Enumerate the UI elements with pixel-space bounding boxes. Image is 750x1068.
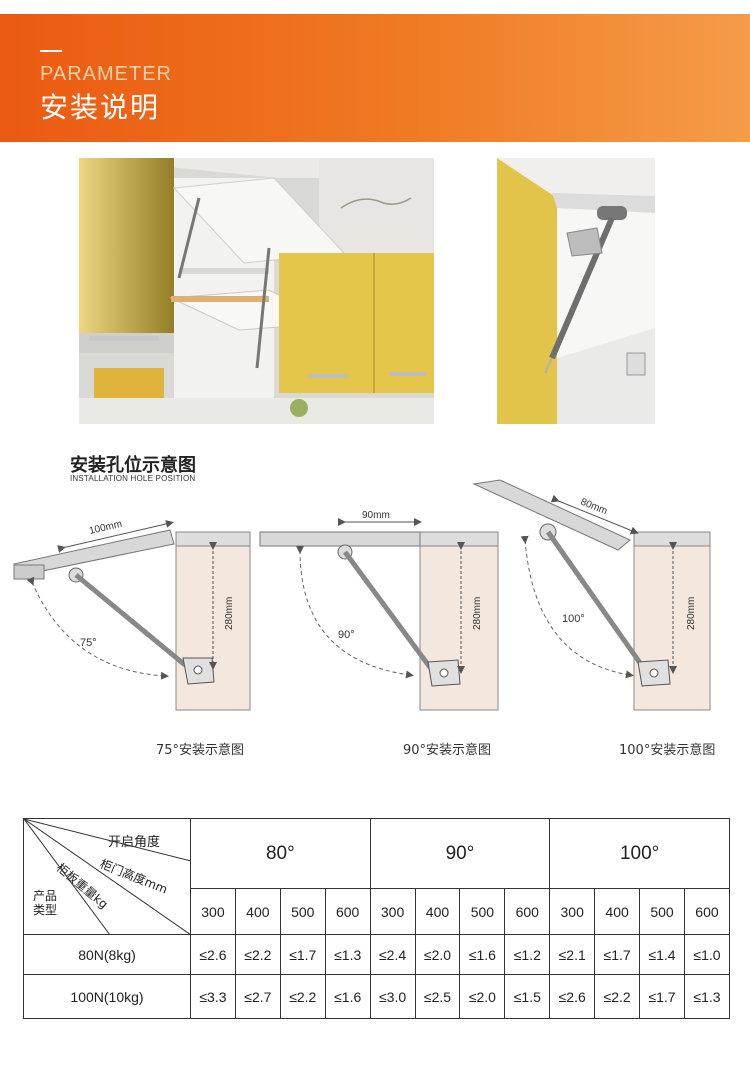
length-cell: 600: [324, 888, 371, 935]
value-cell: ≤3.0: [369, 974, 416, 1019]
value-cell: ≤1.6: [324, 974, 371, 1019]
length-cell: 600: [504, 888, 551, 935]
header-product-type: 产品类型: [32, 889, 57, 917]
cabinet-photo-main: [79, 158, 434, 424]
table-row-80n: 80N(8kg) ≤2.6 ≤2.2 ≤1.7 ≤1.3 ≤2.4 ≤2.0 ≤…: [23, 934, 731, 975]
length-cell: 400: [414, 888, 461, 935]
diagram-75-height: 280mm: [224, 597, 235, 630]
angle-80-header: 80°: [190, 818, 371, 889]
row-label: 80N(8kg): [23, 934, 191, 975]
value-cell: ≤1.7: [639, 974, 685, 1019]
length-cell: 400: [234, 888, 281, 935]
length-cell: 500: [639, 888, 685, 935]
value-cell: ≤1.6: [459, 934, 506, 975]
length-cell: 300: [549, 888, 596, 935]
length-cell: 300: [190, 888, 236, 935]
value-cell: ≤3.3: [190, 974, 236, 1019]
banner-title-cn: 安装说明: [40, 91, 161, 124]
parameter-banner: PARAMETER 安装说明: [0, 14, 750, 142]
value-cell: ≤1.3: [683, 974, 731, 1019]
diagram-75-distance: 100mm: [88, 519, 123, 537]
diagram-100-distance: 80mm: [579, 497, 609, 518]
value-cell: ≤2.2: [594, 974, 641, 1019]
section-subtitle: INSTALLATION HOLE POSITION: [70, 474, 196, 483]
length-cell: 500: [459, 888, 506, 935]
header-diagonal-cell: 开启角度 柜门高度mm 柜板重量kg 产品类型: [23, 818, 191, 935]
value-cell: ≤2.2: [279, 974, 326, 1019]
diagram-90-distance: 90mm: [362, 510, 390, 521]
diagram-100-height: 280mm: [686, 597, 697, 630]
length-cell: 600: [683, 888, 731, 935]
diagram-75-angle: 75°: [80, 637, 97, 649]
diagram-100-angle: 100°: [562, 613, 585, 625]
caption-90: 90°安装示意图: [403, 743, 492, 758]
value-cell: ≤1.2: [504, 934, 551, 975]
header-open-angle: 开启角度: [108, 835, 161, 850]
row-label: 100N(10kg): [23, 974, 191, 1019]
value-cell: ≤2.4: [369, 934, 416, 975]
value-cell: ≤2.5: [414, 974, 461, 1019]
gas-strut-photo: [497, 158, 655, 424]
value-cell: ≤1.5: [504, 974, 551, 1019]
installation-diagrams: 100mm 280mm 75° 90mm 280mm 90° 80mm 280m…: [13, 479, 711, 711]
value-cell: ≤2.6: [549, 974, 596, 1019]
table-row-100n: 100N(10kg) ≤3.3 ≤2.7 ≤2.2 ≤1.6 ≤3.0 ≤2.5…: [23, 974, 731, 1019]
value-cell: ≤2.6: [190, 934, 236, 975]
section-title: 安装孔位示意图: [70, 455, 196, 476]
value-cell: ≤1.3: [324, 934, 371, 975]
value-cell: ≤2.1: [549, 934, 596, 975]
banner-title-en: PARAMETER: [40, 63, 172, 85]
length-cell: 300: [369, 888, 416, 935]
angle-100-header: 100°: [549, 818, 730, 889]
value-cell: ≤2.0: [414, 934, 461, 975]
value-cell: ≤1.7: [279, 934, 326, 975]
caption-75: 75°安装示意图: [156, 743, 245, 758]
length-cell: 400: [594, 888, 641, 935]
value-cell: ≤2.7: [234, 974, 281, 1019]
diagram-100: [472, 479, 711, 711]
diagram-90-height: 280mm: [472, 597, 483, 630]
value-cell: ≤1.4: [639, 934, 685, 975]
length-cell: 500: [279, 888, 326, 935]
spec-table: 开启角度 柜门高度mm 柜板重量kg 产品类型 80° 90° 100° 300…: [23, 818, 731, 1019]
value-cell: ≤2.2: [234, 934, 281, 975]
diagram-75: [13, 520, 251, 711]
caption-100: 100°安装示意图: [619, 743, 716, 758]
angle-90-header: 90°: [369, 818, 551, 889]
diagram-90: [259, 518, 499, 711]
value-cell: ≤2.0: [459, 974, 506, 1019]
banner-dash: [40, 50, 62, 52]
value-cell: ≤1.0: [683, 934, 731, 975]
diagram-90-angle: 90°: [338, 629, 355, 641]
value-cell: ≤1.7: [594, 934, 641, 975]
